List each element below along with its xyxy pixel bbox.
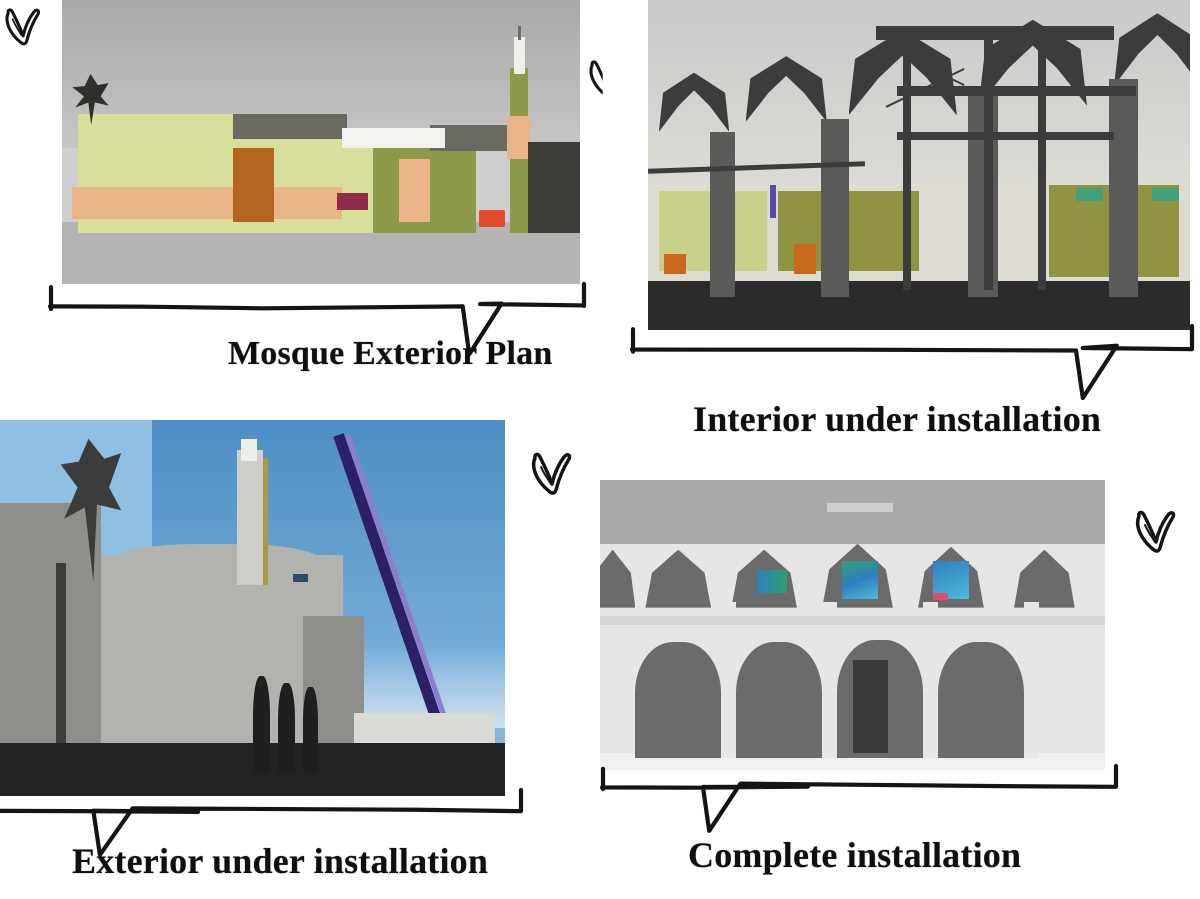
caption-complete-installation: Complete installation — [688, 834, 1021, 876]
minaret-shaft — [237, 450, 262, 585]
mosque-left-wing — [0, 503, 101, 781]
scene-exterior-under-installation — [0, 420, 505, 796]
scaffold-post-3 — [1038, 33, 1046, 290]
stained-glass-accent — [933, 593, 948, 600]
entry-portal — [233, 148, 274, 222]
scene-interior-under-installation — [648, 0, 1190, 330]
v-mark-mid-left-icon — [528, 450, 578, 500]
photo-interior-under-installation — [648, 0, 1190, 330]
column-4 — [1109, 79, 1139, 297]
tree-trunk — [56, 563, 66, 774]
caption-mosque-exterior-plan: Mosque Exterior Plan — [228, 335, 552, 373]
caption-interior-under-installation: Interior under installation — [693, 398, 1101, 440]
scaffold-post-2 — [984, 26, 993, 290]
roof-slab-center — [233, 114, 347, 140]
photo-complete-installation — [600, 480, 1105, 770]
mosque-dome-shoulder — [111, 544, 323, 589]
minaret-cap — [241, 439, 256, 462]
minaret-edge — [263, 458, 268, 586]
accent-teal-2 — [1152, 188, 1179, 201]
pilaster-2 — [822, 602, 837, 759]
caption-bracket-interior-under-installation — [630, 326, 1196, 406]
photo-exterior-under-installation — [0, 420, 505, 796]
roof-highlight — [342, 128, 446, 148]
pilaster-4 — [1024, 602, 1039, 759]
photo-mosque-exterior-plan — [62, 0, 580, 284]
v-mark-top-left-icon — [2, 6, 46, 50]
minaret-finial — [518, 26, 522, 40]
scene-complete-installation — [600, 480, 1105, 770]
v-mark-mid-right-icon — [1132, 508, 1182, 558]
pier-right — [399, 159, 430, 221]
arcade-bay-4 — [938, 642, 1024, 758]
crane-hook — [293, 574, 308, 582]
site-buildings — [354, 713, 495, 743]
portal-opening-2 — [278, 683, 296, 773]
accent-vehicle — [479, 210, 505, 227]
colonnade-band — [72, 187, 341, 218]
arcade-bay-1 — [635, 642, 721, 758]
accent-signage — [337, 193, 368, 210]
accent-crate-2 — [794, 244, 816, 274]
parapet-plaque — [827, 503, 893, 512]
arcade-bay-2 — [736, 642, 822, 758]
main-entry-doorway — [853, 660, 888, 753]
shadow-right — [528, 142, 580, 233]
pilaster-3 — [923, 602, 938, 759]
stained-glass-1 — [757, 570, 787, 593]
caption-exterior-under-installation: Exterior under installation — [72, 840, 488, 882]
caption-bracket-complete-installation — [600, 766, 1120, 838]
accent-teal — [1076, 188, 1103, 201]
scaffold-rail-2 — [897, 132, 1114, 140]
minaret-band — [507, 116, 530, 159]
pilaster-1 — [721, 602, 736, 759]
column-2 — [821, 119, 848, 297]
scaffold-post-1 — [903, 26, 912, 290]
minaret-cap — [514, 37, 525, 74]
column-1 — [710, 132, 734, 297]
portal-opening-3 — [303, 687, 318, 773]
stained-glass-2 — [842, 561, 877, 599]
scene-mosque-exterior-plan — [62, 0, 580, 284]
portal-opening-1 — [253, 676, 271, 774]
accent-violet — [770, 185, 777, 218]
string-course — [600, 616, 1105, 625]
scaffold-rail-1 — [897, 86, 1135, 96]
accent-crate — [664, 254, 686, 274]
column-3 — [968, 92, 998, 297]
v-mark-top-middle-icon — [586, 58, 630, 102]
